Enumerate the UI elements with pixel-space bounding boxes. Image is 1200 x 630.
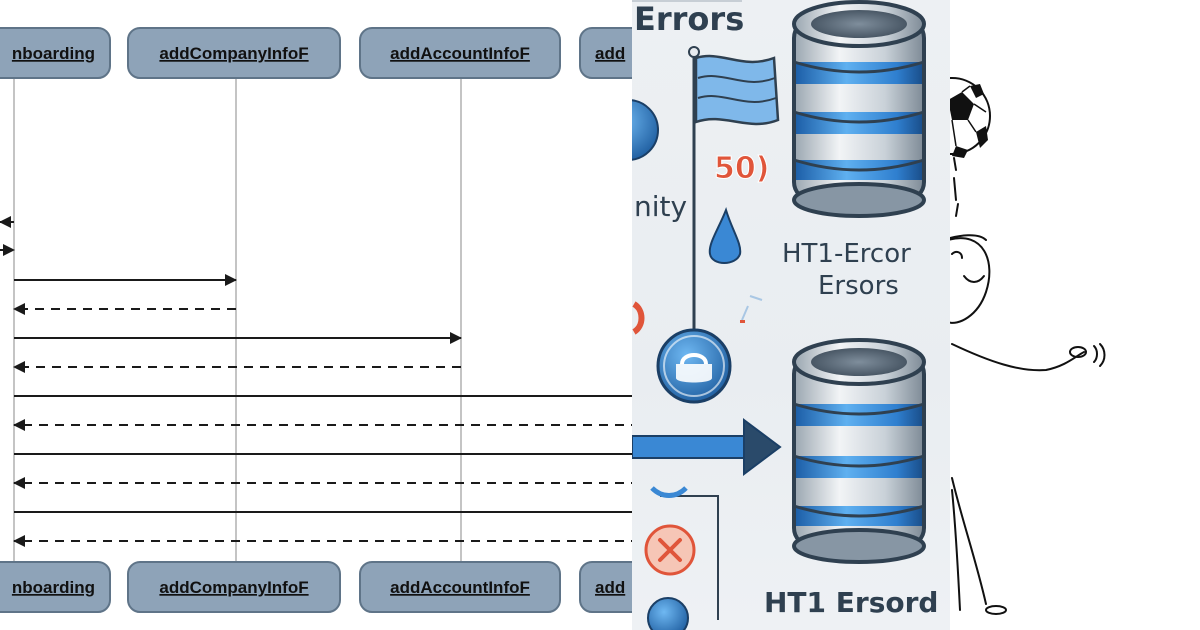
database-icon <box>792 338 926 564</box>
arrow-right-icon <box>632 418 782 476</box>
messages <box>0 216 632 547</box>
participants-top: nboarding addCompanyInfoF addAccountInfo… <box>0 27 632 79</box>
caption-top-line-2: Ersors <box>818 271 899 301</box>
soccer-ball-icon <box>950 77 991 158</box>
caption-top-line-1: HT1-Ercor <box>782 239 911 269</box>
participant-label: addAccountInfoF <box>390 44 530 63</box>
red-crescent <box>632 301 645 335</box>
participant-bottom-2[interactable]: addAccountInfoF <box>359 561 561 613</box>
sketch-panel <box>950 0 1200 630</box>
stick-figure-icon <box>950 157 1106 615</box>
participant-top-0[interactable]: nboarding <box>0 27 111 79</box>
flag-icon <box>688 46 780 330</box>
errors-illustration: Errors 50) nity <box>632 0 938 630</box>
connector-line <box>660 495 719 620</box>
spark-dot <box>740 320 745 323</box>
sequence-diagram-panel: nboarding addCompanyInfoF addAccountInfo… <box>0 27 632 613</box>
connector-hook <box>650 486 688 498</box>
participant-label: addAccountInfoF <box>390 578 530 597</box>
participants-bottom: nboarding addCompanyInfoF addAccountInfo… <box>0 561 632 613</box>
participant-top-1[interactable]: addCompanyInfoF <box>127 27 341 79</box>
caption-bottom: HT1 Ersord <box>764 586 938 619</box>
partial-word: nity <box>634 190 687 223</box>
participant-label: addCompanyInfoF <box>159 578 308 597</box>
participant-label: nboarding <box>12 44 95 63</box>
stick-figure-sketch <box>950 77 1106 615</box>
error-x-icon <box>644 524 696 576</box>
database-icon <box>792 0 926 218</box>
heading-cutoff-strip <box>632 0 742 2</box>
sequence-diagram: nboarding addCompanyInfoF addAccountInfo… <box>0 27 632 613</box>
blue-orb-icon <box>632 99 659 161</box>
location-pin-icon <box>708 206 742 264</box>
illustration-heading: Errors <box>634 0 744 38</box>
participant-bottom-3[interactable]: add <box>579 561 632 613</box>
participant-top-3[interactable]: add <box>579 27 632 79</box>
spark-marks <box>741 295 763 321</box>
lock-icon <box>656 328 732 404</box>
participant-bottom-1[interactable]: addCompanyInfoF <box>127 561 341 613</box>
participant-label: add <box>595 44 625 63</box>
participant-label: nboarding <box>12 578 95 597</box>
errors-illustration-panel: Errors 50) nity <box>632 0 950 630</box>
participant-top-2[interactable]: addAccountInfoF <box>359 27 561 79</box>
lifelines <box>13 78 462 562</box>
participant-bottom-0[interactable]: nboarding <box>0 561 111 613</box>
blue-orb-icon <box>647 597 689 630</box>
participant-label: add <box>595 578 625 597</box>
participant-label: addCompanyInfoF <box>159 44 308 63</box>
badge-text: 50) <box>714 151 769 186</box>
